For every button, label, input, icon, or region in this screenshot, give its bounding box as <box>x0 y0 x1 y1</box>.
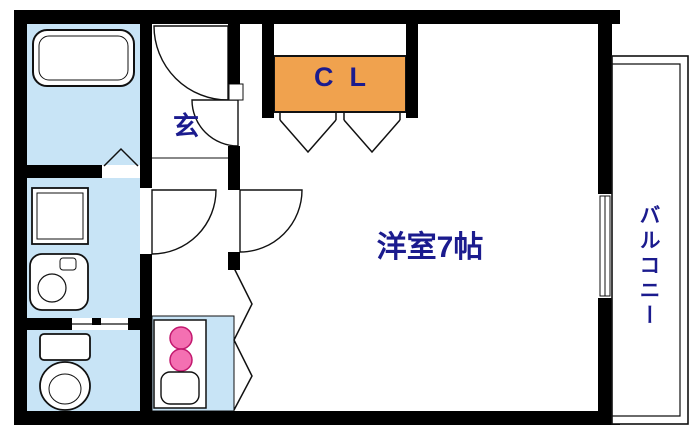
room-door-arc <box>239 189 303 253</box>
stove-burner-icon <box>169 326 193 350</box>
wall-divider-left-lower <box>140 254 152 411</box>
wall-divider-left-upper <box>140 24 152 188</box>
closet-folding-doors <box>279 112 401 154</box>
wall-divider-right-c <box>228 252 240 270</box>
toilet-tank <box>39 333 91 361</box>
washroom-door-arc <box>151 189 217 255</box>
toilet-bowl <box>39 361 91 411</box>
closet-label: CL <box>314 62 382 92</box>
wall-washroom-toilet-b <box>128 318 140 330</box>
bathtub <box>32 29 135 87</box>
fixtures <box>29 29 207 411</box>
balcony-floor <box>611 55 689 425</box>
wall-top <box>14 10 620 24</box>
closet-folding-door-chevron <box>343 119 401 154</box>
door-panel <box>228 83 244 101</box>
stove-burner-icon <box>169 348 193 372</box>
entrance-label: 玄 <box>172 111 199 141</box>
balcony-label: バルコニー <box>637 203 660 329</box>
closet-folding-door-chevron <box>279 119 337 154</box>
wall-right-lower <box>598 298 612 411</box>
wall-divider-right-b <box>228 146 240 190</box>
window <box>598 194 612 298</box>
balcony-railing <box>612 63 681 417</box>
bathtub-inner <box>38 35 129 81</box>
wall-bottom <box>14 411 620 425</box>
wall-bath-washroom <box>27 165 102 178</box>
wall-divider-right-a <box>228 24 240 84</box>
wall-washroom-toilet-a <box>27 318 72 330</box>
kitchen-sink <box>160 371 200 405</box>
balcony <box>611 55 689 425</box>
washing-machine-pan <box>31 187 89 245</box>
wall-right-upper <box>598 24 612 194</box>
washing-machine <box>36 192 84 240</box>
interior-lines <box>72 147 253 411</box>
entrance-door-arc <box>153 25 229 101</box>
wall-left <box>14 10 27 425</box>
toilet-door-tick <box>92 318 101 325</box>
entrance-inner-door-arc <box>191 99 239 147</box>
wall-closet-right <box>406 24 418 118</box>
walls <box>14 10 620 425</box>
main-room-label: 洋室7帖 <box>376 231 484 264</box>
toilet-bowl-inner <box>48 373 82 405</box>
vanity-bowl <box>37 273 67 303</box>
wall-closet-left <box>262 24 274 118</box>
kitchen-folding-door-chevron <box>233 267 253 411</box>
vanity-unit <box>29 253 89 311</box>
vanity-faucet <box>59 257 77 271</box>
doors <box>151 25 303 255</box>
bathroom-folding-door <box>103 147 139 167</box>
